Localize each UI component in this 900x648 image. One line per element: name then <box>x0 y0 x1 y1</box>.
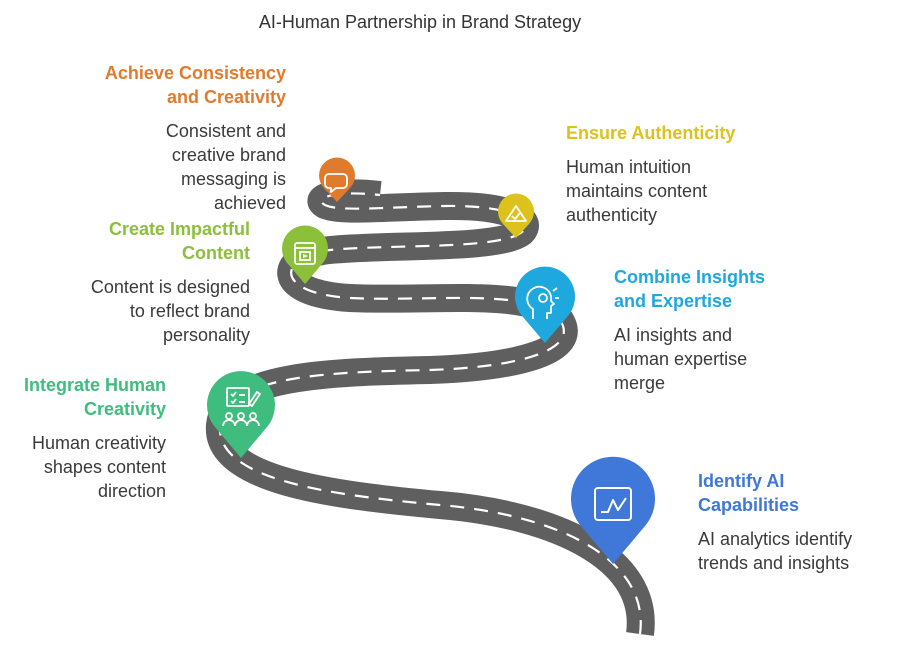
badge-check-icon <box>505 205 527 222</box>
step-title-line: Creativity <box>83 399 166 419</box>
team-checklist-icon <box>222 387 261 427</box>
pin-ensure-authenticity <box>498 193 534 238</box>
step-title-line: Content <box>182 243 250 263</box>
step-desc-line: direction <box>97 481 166 501</box>
step-title-line: and Expertise <box>614 291 733 311</box>
pin-cyan-shape <box>515 266 575 343</box>
pin-lime-shape <box>282 225 328 284</box>
step-desc-line: to reflect brand <box>129 301 250 321</box>
step-description: AI insights and human expertise merge <box>614 323 765 395</box>
step-title: Create Impactful Content <box>91 217 250 265</box>
step-title-line: Ensure Authenticity <box>566 123 736 143</box>
step-description: Content is designed to reflect brand per… <box>91 275 250 347</box>
step-description: Human creativity shapes content directio… <box>24 431 166 503</box>
step-desc-line: trends and insights <box>698 553 850 573</box>
step-title: Achieve Consistency and Creativity <box>105 61 286 109</box>
step-desc-line: AI analytics identify <box>698 529 853 549</box>
step-description: Human intuition maintains content authen… <box>566 155 735 227</box>
pin-blue-shape <box>571 456 655 564</box>
step-desc-line: creative brand <box>171 145 286 165</box>
pin-combine-insights <box>515 266 575 343</box>
ai-head-icon <box>526 285 559 319</box>
pin-identify-ai <box>571 456 655 564</box>
step-description: AI analytics identify trends and insight… <box>698 527 852 575</box>
pin-orange-shape <box>319 157 355 202</box>
step-desc-line: Human creativity <box>31 433 166 453</box>
step-identify-ai: Identify AI Capabilities AI analytics id… <box>698 469 852 575</box>
step-title: Integrate Human Creativity <box>24 373 166 421</box>
step-title: Identify AI Capabilities <box>698 469 852 517</box>
step-desc-line: shapes content <box>43 457 166 477</box>
step-title-line: Achieve Consistency <box>104 63 286 83</box>
step-ensure-authenticity: Ensure Authenticity Human intuition main… <box>566 121 735 227</box>
step-title: Combine Insights and Expertise <box>614 265 765 313</box>
step-desc-line: messaging is <box>180 169 286 189</box>
step-achieve-consistency: Achieve Consistency and Creativity Consi… <box>105 61 286 215</box>
speech-bubble-icon <box>324 173 348 193</box>
diagram-title: AI-Human Partnership in Brand Strategy <box>258 12 582 32</box>
step-combine-insights: Combine Insights and Expertise AI insigh… <box>614 265 765 395</box>
line-chart-icon <box>594 487 632 521</box>
step-create-content: Create Impactful Content Content is desi… <box>91 217 250 347</box>
step-desc-line: Consistent and <box>165 121 286 141</box>
step-desc-line: maintains content <box>566 181 708 201</box>
step-title: Ensure Authenticity <box>566 121 735 145</box>
pin-yellow-shape <box>498 193 534 238</box>
step-title-line: Capabilities <box>698 495 800 515</box>
step-desc-line: personality <box>162 325 250 345</box>
step-title-line: and Creativity <box>166 87 286 107</box>
step-title-line: Integrate Human <box>23 375 166 395</box>
step-desc-line: authenticity <box>566 205 658 225</box>
step-desc-line: merge <box>614 373 666 393</box>
step-integrate-creativity: Integrate Human Creativity Human creativ… <box>24 373 166 503</box>
road-center-dashes <box>218 192 642 635</box>
step-description: Consistent and creative brand messaging … <box>105 119 286 215</box>
pin-create-content <box>282 225 328 284</box>
step-title-line: Create Impactful <box>108 219 250 239</box>
pin-achieve-consistency <box>319 157 355 202</box>
step-desc-line: Human intuition <box>566 157 692 177</box>
step-desc-line: achieved <box>213 193 286 213</box>
step-desc-line: Content is designed <box>90 277 250 297</box>
step-desc-line: human expertise <box>614 349 748 369</box>
road-surface <box>205 179 655 636</box>
step-title-line: Identify AI <box>698 471 785 491</box>
video-window-icon <box>294 242 316 265</box>
step-desc-line: AI insights and <box>614 325 733 345</box>
step-title-line: Combine Insights <box>614 267 766 287</box>
pin-integrate-creativity <box>207 371 275 458</box>
